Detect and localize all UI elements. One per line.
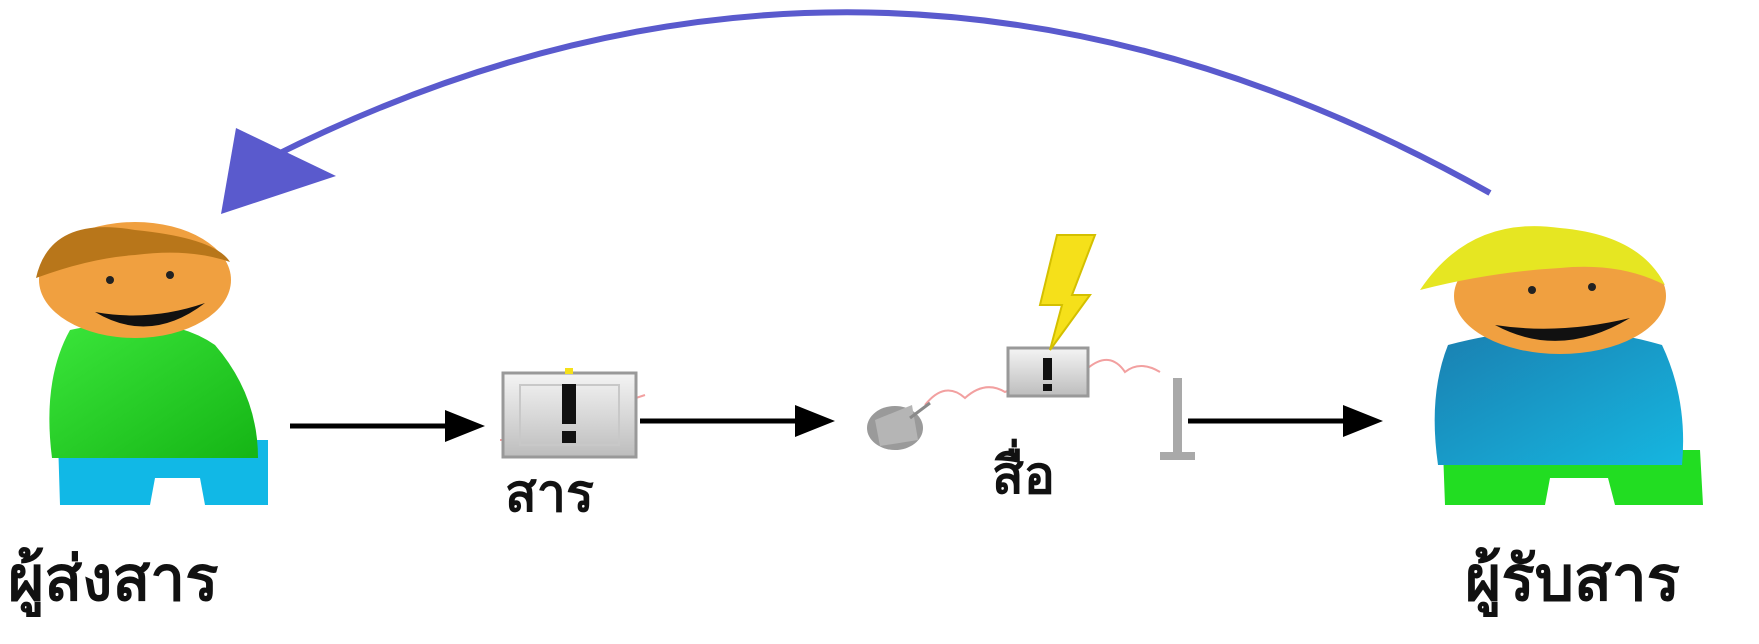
person-sender-icon (36, 222, 268, 505)
arrow-message-to-medium (640, 405, 835, 437)
message-label: สาร (505, 464, 594, 524)
relay-box-icon (1006, 346, 1090, 398)
lightning-icon (1038, 234, 1097, 351)
satellite-dish-icon (867, 401, 931, 450)
person-receiver-icon (1420, 226, 1703, 505)
message-box-icon (500, 368, 646, 459)
receiver-label: ผู้รับสาร (1465, 542, 1680, 615)
arrow-sender-to-message (290, 410, 485, 442)
medium-label: สื่อ (992, 446, 1055, 506)
medium-group (867, 234, 1195, 460)
feedback-arrow (221, 9, 1492, 214)
sender-label: ผู้ส่งสาร (8, 542, 219, 615)
antenna-icon (1160, 378, 1195, 460)
arrow-medium-to-receiver (1188, 405, 1383, 437)
